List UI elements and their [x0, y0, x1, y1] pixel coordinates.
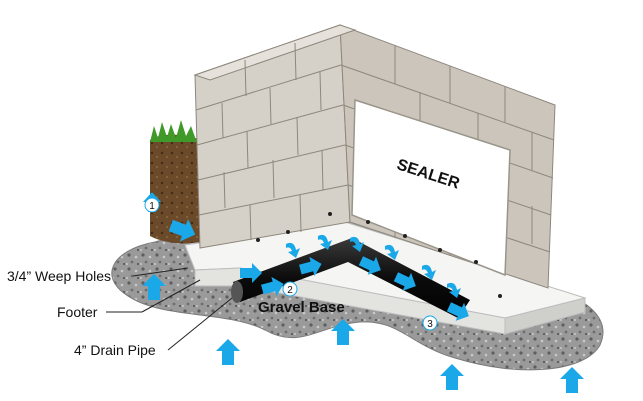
right-arrow-icon [299, 256, 322, 277]
water-arrows [142, 192, 584, 393]
svg-text:2: 2 [287, 285, 293, 296]
weep-holes-label: 3/4” Weep Holes [7, 268, 112, 284]
drain-pipe [231, 238, 470, 318]
up-arrow-icon [142, 274, 166, 300]
svg-text:1: 1 [149, 201, 155, 212]
drain-pipe-label: 4” Drain Pipe [74, 342, 156, 358]
down-arrow-icon [286, 242, 300, 258]
down-arrow-icon [385, 244, 399, 260]
soil-bank [150, 120, 205, 244]
block-wall: SEALER [193, 24, 556, 298]
right-arrow-icon [358, 256, 381, 275]
weep-holes [256, 212, 502, 298]
up-arrow-icon [331, 319, 355, 345]
up-arrow-icon [560, 367, 584, 393]
down-arrow-icon [422, 264, 436, 280]
marker-1: 1 [144, 197, 160, 213]
sealer-panel [351, 98, 511, 277]
gravel-base-label: Gravel Base [258, 299, 345, 316]
right-arrow-icon [393, 272, 416, 291]
footer-label: Footer [57, 304, 98, 320]
up-arrow-icon [440, 364, 464, 390]
marker-3: 3 [422, 315, 438, 331]
right-arrow-icon [240, 263, 262, 283]
leader-lines [106, 267, 233, 351]
down-arrow-icon [318, 234, 332, 250]
down-arrow-icon [447, 282, 461, 298]
right-arrow-icon [168, 219, 196, 242]
right-arrow-icon [261, 276, 284, 297]
down-arrow-icon [350, 236, 364, 252]
up-arrow-icon [216, 339, 240, 365]
right-arrow-icon [446, 302, 469, 321]
svg-text:3: 3 [427, 319, 433, 330]
marker-2: 2 [282, 281, 298, 297]
